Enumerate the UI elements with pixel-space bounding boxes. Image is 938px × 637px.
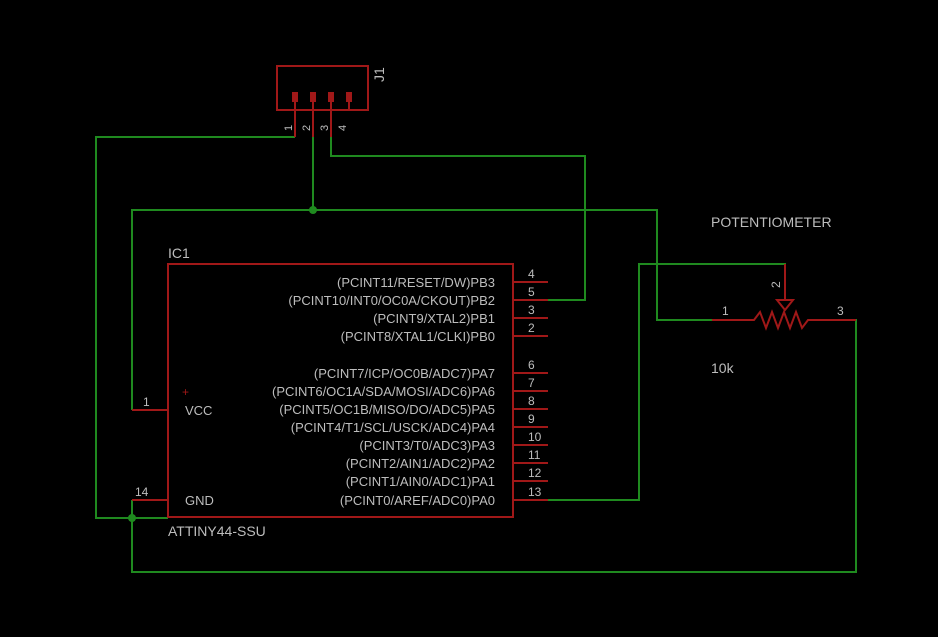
- ic1-right-pins: (PCINT11/RESET/DW)PB3 4 (PCINT10/INT0/OC0A…: [272, 267, 548, 508]
- ic1-vcc-pin-num: 1: [143, 395, 150, 409]
- ic1-gnd-pin-num: 14: [135, 485, 149, 499]
- ic1-pin-label: (PCINT10/INT0/OC0A/CKOUT)PB2: [288, 293, 495, 308]
- ic1-plus-mark: +: [182, 385, 189, 399]
- j1-pin-num-3: 3: [319, 125, 331, 131]
- connector-j1: J1 1 2 3 4: [276, 65, 387, 137]
- ic1-vcc-label: VCC: [185, 403, 212, 418]
- j1-pin-num-1: 1: [283, 125, 295, 131]
- ic1-pin-number: 11: [528, 448, 541, 462]
- ic1-pin-label: (PCINT9/XTAL2)PB1: [373, 311, 495, 326]
- j1-pin-marker-1: [292, 92, 298, 102]
- ic1-pin-number: 9: [528, 412, 535, 426]
- ic1-gnd-label: GND: [185, 493, 214, 508]
- j1-pin-marker-4: [346, 92, 352, 102]
- pot-pin-num-1: 1: [722, 304, 729, 318]
- j1-pin-marker-2: [310, 92, 316, 102]
- ic1-value: ATTINY44-SSU: [168, 523, 266, 539]
- wire-j1-pin3-pb2: [330, 137, 586, 301]
- ic1-pin-label: (PCINT8/XTAL1/CLKI)PB0: [341, 329, 495, 344]
- j1-pin-num-2: 2: [301, 125, 313, 131]
- ic1-pin-label: (PCINT3/T0/ADC3)PA3: [359, 438, 495, 453]
- ic1-pin-number: 10: [528, 430, 542, 444]
- potentiometer: POTENTIOMETER 10k 1 3 2: [711, 214, 856, 376]
- junction-gnd: [128, 514, 136, 522]
- ic1-pin-number: 4: [528, 267, 535, 281]
- ic1-pin-label: (PCINT1/AIN0/ADC1)PA1: [346, 474, 495, 489]
- ic1-pin-number: 3: [528, 303, 535, 317]
- wire-j1-pin1-gnd: [95, 136, 295, 519]
- ic1-pin-number: 5: [528, 285, 535, 299]
- ic1-pin-label: (PCINT2/AIN1/ADC2)PA2: [346, 456, 495, 471]
- ic1-pin-label: (PCINT0/AREF/ADC0)PA0: [340, 493, 495, 508]
- junction-vcc: [309, 206, 317, 214]
- ic1-pin-number: 7: [528, 376, 535, 390]
- ic1-pin-label: (PCINT7/ICP/OC0B/ADC7)PA7: [314, 366, 495, 381]
- ic1-pin-number: 2: [528, 321, 535, 335]
- ic1-pin-number: 8: [528, 394, 535, 408]
- pot-wiper-arrow: [774, 299, 796, 312]
- j1-pin-marker-3: [328, 92, 334, 102]
- ic1-pin-number: 6: [528, 358, 535, 372]
- j1-body: [276, 65, 369, 111]
- pot-pin-num-3: 3: [837, 304, 844, 318]
- pot-name: POTENTIOMETER: [711, 214, 832, 230]
- wire-vcc-net: [131, 209, 712, 410]
- ic1-pin-label: (PCINT11/RESET/DW)PB3: [337, 275, 495, 290]
- ic1-pin-number: 13: [528, 485, 542, 499]
- ic1-pin-label: (PCINT4/T1/SCL/USCK/ADC4)PA4: [291, 420, 495, 435]
- pot-resistor-zigzag: [748, 309, 820, 331]
- pot-pin-num-2: 2: [769, 281, 783, 288]
- ic1-pin-number: 12: [528, 466, 542, 480]
- ic1-pin-label: (PCINT6/OC1A/SDA/MOSI/ADC6)PA6: [272, 384, 495, 399]
- j1-ref: J1: [371, 67, 387, 82]
- ic1-pin-label: (PCINT5/OC1B/MISO/DO/ADC5)PA5: [279, 402, 495, 417]
- pot-value: 10k: [711, 360, 735, 376]
- ic1-ref: IC1: [168, 245, 190, 261]
- j1-pin-num-4: 4: [337, 125, 349, 131]
- ic1-attiny44: IC1 ATTINY44-SSU 1 14 VCC GND + (PCINT11…: [132, 245, 548, 539]
